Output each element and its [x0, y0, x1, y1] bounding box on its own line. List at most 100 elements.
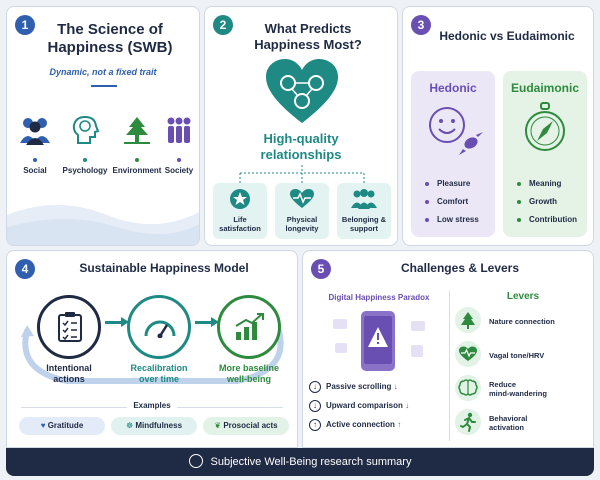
factor-social: Social [11, 115, 59, 175]
hedonic-item: Pleasure [425, 175, 479, 193]
paradox-upward-comparison: ↓Upward comparison ↓ [309, 398, 409, 414]
arrow-head [121, 317, 129, 327]
step-intentional-actions [37, 295, 101, 359]
step-line-1: Intentional [46, 363, 92, 373]
eudaimonic-items: Meaning Growth Contribution [517, 175, 577, 229]
panel-sustainable-happiness: 4 Sustainable Happiness Model Intentiona… [6, 250, 298, 448]
panel-title: The Science of Happiness (SWB) [27, 21, 193, 57]
highlight-line-1: High-quality [263, 131, 339, 146]
paradox-title: Digital Happiness Paradox [328, 293, 430, 302]
outcome-line-2: support [350, 224, 378, 233]
brain-icon [455, 375, 481, 401]
factor-dot [135, 158, 139, 162]
lever-line-1: Vagal tone/HRV [489, 350, 545, 360]
lever-label: Nature connection [489, 307, 555, 335]
lever-label: Vagal tone/HRV [489, 341, 544, 369]
paradox-active-connection: ↑Active connection ↑ [309, 417, 401, 433]
up-arrow-icon: ↑ [309, 418, 321, 431]
subtitle-divider [91, 85, 117, 87]
connector-lines [239, 165, 365, 183]
step-line-2: over time [138, 374, 180, 384]
panel-title: What Predicts Happiness Most? [225, 21, 391, 53]
factor-label: Social [23, 166, 47, 175]
heart-pulse-icon [455, 341, 481, 367]
tree-icon [455, 307, 481, 333]
growth-chart-icon [235, 313, 264, 340]
example-label: Mindfulness [135, 421, 183, 430]
lever-line-2: activation [489, 423, 525, 432]
examples-label: Examples [7, 401, 297, 410]
lever-nature-connection: Nature connection [455, 307, 585, 337]
panel-number-badge: 2 [213, 15, 233, 35]
factor-label: Psychology [62, 166, 108, 175]
outcome-line-2: satisfaction [219, 224, 261, 233]
step-line-1: Recalibration [130, 363, 188, 373]
example-mindfulness: ☸ Mindfulness [111, 417, 197, 435]
heart-network-icon [266, 59, 338, 123]
wave-decoration [7, 205, 199, 245]
arrow-head [211, 317, 219, 327]
head-brain-icon [72, 115, 100, 144]
example-prosocial: ❦ Prosocial acts [203, 417, 289, 435]
example-gratitude: ♥ Gratitude [19, 417, 105, 435]
checklist-icon [58, 312, 82, 342]
step-line-1: More baseline [218, 363, 280, 373]
panel-hedonic-vs-eudaimonic: 3 Hedonic vs Eudaimonic Hedonic Pleasure… [402, 6, 594, 246]
title-line-2: Happiness Most? [254, 37, 362, 52]
outcome-line-1: Life [233, 215, 247, 224]
factor-dot [33, 158, 37, 162]
title-line-1: What Predicts [264, 21, 352, 36]
brain-icon [188, 454, 203, 469]
panel-subtitle: Dynamic, not a fixed trait [49, 67, 157, 77]
panel-title: Challenges & Levers [400, 261, 520, 275]
title-line-1: The Science of [57, 21, 163, 38]
panel-title: Sustainable Happiness Model [79, 261, 249, 275]
step-line-2: actions [53, 374, 85, 384]
footer-bar: Subjective Well-Being research summary [6, 448, 594, 476]
factor-dot [83, 158, 87, 162]
panel-number-badge: 4 [15, 259, 35, 279]
step-recalibration [127, 295, 191, 359]
lever-line-1: Behavioral [489, 414, 528, 423]
factor-label: Society [164, 166, 194, 175]
outcome-card-belonging: Belonging &support [337, 183, 391, 239]
trend-up-icon: ↑ [397, 420, 402, 429]
factor-psychology: Psychology [59, 115, 111, 175]
panel-number-badge: 5 [311, 259, 331, 279]
lever-line-1: Nature connection [489, 316, 555, 326]
lever-line-2: mind-wandering [489, 389, 547, 398]
panel-challenges-levers: 5 Challenges & Levers Digital Happiness … [302, 250, 594, 448]
cycle-loop [21, 325, 284, 384]
lever-vagal-tone: Vagal tone/HRV [455, 341, 585, 371]
footer-text: Subjective Well-Being research summary [210, 456, 412, 468]
heart-icon: ♥ [40, 421, 46, 430]
arrow-right-icon [105, 321, 125, 324]
factor-dot [177, 158, 181, 162]
hedonic-item: Comfort [425, 193, 479, 211]
panel-what-predicts: 2 What Predicts Happiness Most? High-qua… [204, 6, 398, 246]
trend-down-icon: ↓ [393, 382, 398, 391]
compass-icon [525, 102, 565, 151]
panel-title: Hedonic vs Eudaimonic [439, 29, 575, 43]
phone-warning-icon [333, 311, 425, 371]
people-icon [20, 118, 50, 145]
hedonic-items: Pleasure Comfort Low stress [425, 175, 479, 229]
title-line-2: Happiness (SWB) [47, 39, 173, 56]
step-line-2: well-being [226, 374, 271, 384]
column-divider [449, 291, 450, 441]
running-icon [455, 409, 481, 435]
step-baseline-wellbeing [217, 295, 281, 359]
outcome-line-1: Belonging & [341, 215, 387, 224]
down-arrow-icon: ↓ [309, 399, 321, 412]
panel-number-badge: 1 [15, 15, 35, 35]
factor-label: Environment [112, 166, 162, 175]
paradox-label: Active connection [326, 420, 395, 429]
